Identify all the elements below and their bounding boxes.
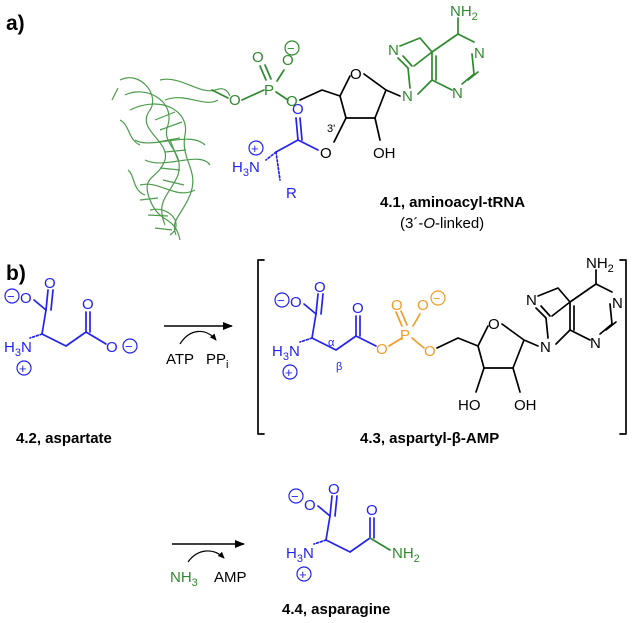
- atom-o: O: [82, 296, 94, 313]
- panel-label-b: b): [6, 262, 26, 285]
- trna-ribbon-icon: [111, 77, 231, 241]
- atom-h3n: H3N: [272, 343, 300, 363]
- atom-h3n: H3N: [286, 545, 314, 565]
- atom-ho: HO: [458, 397, 481, 414]
- charge-plus: +: [299, 567, 307, 582]
- label-3-prime: 3': [327, 123, 335, 135]
- charge-minus: −: [125, 339, 133, 354]
- atom-o: O: [106, 339, 118, 356]
- charge-minus: −: [433, 291, 441, 306]
- atom-o: O: [229, 92, 241, 109]
- reagent-atp: ATP: [166, 351, 194, 368]
- caption-4-3: 4.3, aspartyl-β-AMP: [360, 430, 499, 447]
- atom-p: P: [400, 327, 410, 344]
- atom-n: N: [402, 88, 413, 105]
- caption-4-1: 4.1, aminoacyl-tRNA: [380, 194, 525, 211]
- atom-o: O: [286, 93, 298, 110]
- atom-o: O: [488, 316, 500, 333]
- charge-plus: +: [19, 361, 27, 376]
- charge-plus: +: [285, 365, 293, 380]
- charge-plus: +: [251, 141, 259, 156]
- atom-o: O: [290, 294, 302, 311]
- atom-o: O: [292, 101, 304, 118]
- atom-o: O: [417, 297, 429, 314]
- caption-4-2: 4.2, aspartate: [16, 430, 112, 447]
- atom-n: N: [388, 42, 399, 59]
- atom-n: N: [612, 295, 623, 312]
- atom-r: R: [286, 185, 297, 202]
- charge-minus: −: [7, 289, 15, 304]
- reagent-ppi: PPi: [206, 351, 228, 371]
- atom-nh2: NH2: [450, 3, 478, 23]
- bracket-left: [257, 259, 265, 435]
- atom-nh2: NH2: [392, 545, 420, 565]
- atom-o: O: [352, 300, 364, 317]
- atom-n: N: [526, 292, 537, 309]
- caption-4-1-subtitle: (3´-O-linked): [400, 215, 484, 232]
- charge-minus: −: [287, 41, 295, 56]
- atom-n: N: [540, 339, 551, 356]
- atom-h3n: H3N: [232, 159, 260, 179]
- reaction-arrow-1: ATP PPi: [164, 322, 233, 371]
- atom-oh: OH: [373, 145, 396, 162]
- atom-oh: OH: [514, 397, 537, 414]
- atom-n: N: [474, 45, 485, 62]
- atom-o: O: [44, 275, 56, 292]
- atom-o: O: [328, 481, 340, 498]
- atom-o: O: [314, 279, 326, 296]
- atom-nh2: NH2: [586, 255, 614, 275]
- atom-o: O: [20, 290, 32, 307]
- bracket-right: [619, 259, 627, 435]
- charge-minus: −: [291, 489, 299, 504]
- atom-o: O: [391, 297, 403, 314]
- caption-4-4: 4.4, asparagine: [282, 601, 390, 618]
- reagent-amp: AMP: [214, 569, 247, 586]
- reaction-arrow-2: NH3 AMP: [170, 540, 247, 589]
- atom-o: O: [252, 49, 264, 66]
- aminoacyl-trna-structure: O P O O − O O 3' OH O O H3N +: [211, 3, 485, 202]
- label-beta: β: [336, 361, 342, 373]
- charge-minus: −: [277, 293, 285, 308]
- atom-o: O: [366, 502, 378, 519]
- atom-n: N: [590, 335, 601, 352]
- atom-o: O: [376, 341, 388, 358]
- atom-p: P: [264, 82, 274, 99]
- atom-o: O: [304, 497, 316, 514]
- atom-n: N: [452, 85, 463, 102]
- aspartyl-amp-structure: − O O α H3N + β O O P O O − O O HO OH: [272, 255, 623, 414]
- atom-o: O: [350, 66, 362, 83]
- reagent-nh3: NH3: [170, 569, 198, 589]
- label-alpha: α: [328, 337, 335, 349]
- panel-label-a: a): [6, 12, 25, 35]
- atom-h3n: H3N: [4, 339, 32, 359]
- atom-o: O: [282, 52, 294, 69]
- atom-o: O: [320, 145, 332, 162]
- atom-o: O: [424, 343, 436, 360]
- asparagine-structure: − O O H3N + O NH2: [286, 481, 420, 582]
- aspartate-structure: − O O H3N + O O −: [4, 275, 138, 376]
